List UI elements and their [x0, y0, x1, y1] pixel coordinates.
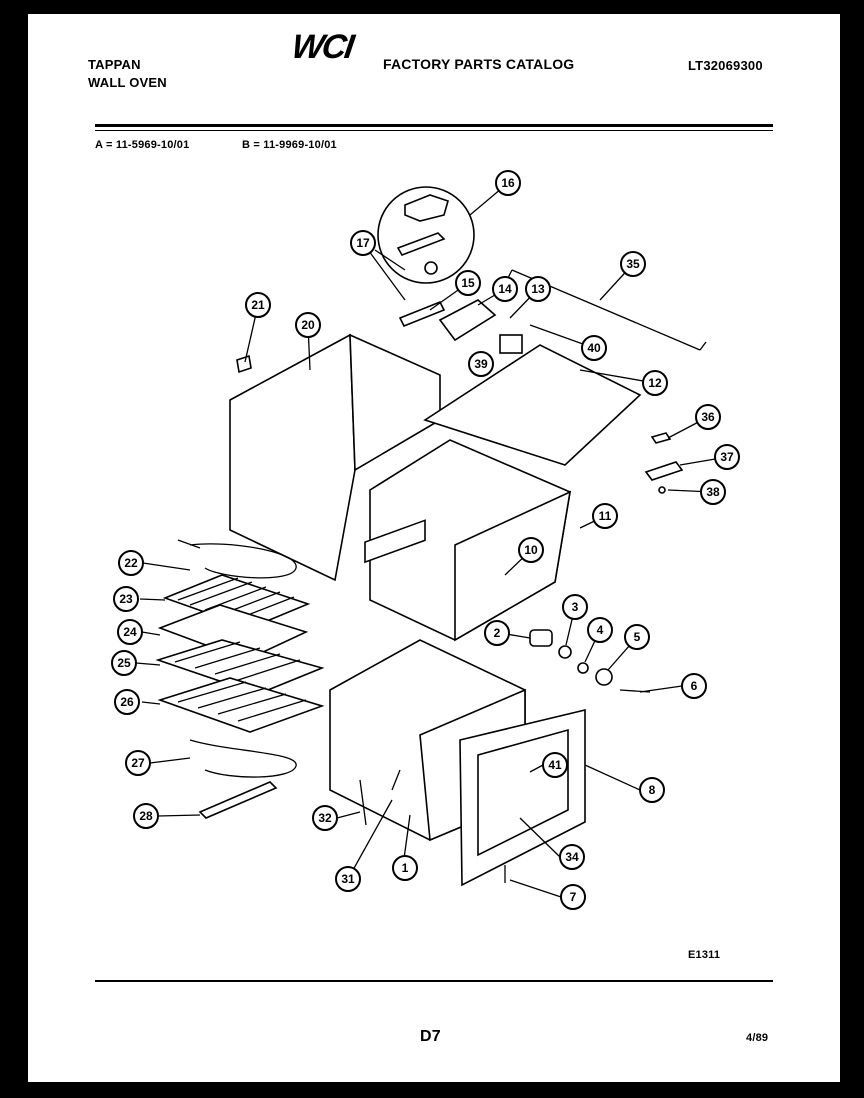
callout-labels: 16 17 15 14 13 35 40 39 12 21 20 36 37 3…: [111, 170, 740, 910]
svg-text:26: 26: [120, 695, 134, 709]
svg-text:20: 20: [301, 318, 315, 332]
callout-5: 5: [624, 624, 650, 650]
svg-text:36: 36: [701, 410, 715, 424]
svg-text:40: 40: [587, 341, 601, 355]
callout-14: 14: [492, 276, 518, 302]
callout-1: 1: [392, 855, 418, 881]
svg-text:7: 7: [570, 890, 577, 904]
svg-text:16: 16: [501, 176, 515, 190]
svg-text:22: 22: [124, 556, 138, 570]
header-rule-thick: [95, 124, 773, 127]
callout-37: 37: [714, 444, 740, 470]
callout-16: 16: [495, 170, 521, 196]
svg-text:8: 8: [649, 783, 656, 797]
callout-22: 22: [118, 550, 144, 576]
callout-13: 13: [525, 276, 551, 302]
header-rule-thin: [95, 130, 773, 131]
svg-text:5: 5: [634, 630, 641, 644]
svg-text:35: 35: [626, 257, 640, 271]
svg-text:13: 13: [531, 282, 545, 296]
svg-text:11: 11: [599, 509, 612, 523]
model-number: LT32069300: [688, 58, 763, 73]
svg-text:1: 1: [402, 861, 409, 875]
svg-text:4: 4: [597, 623, 604, 637]
callout-15: 15: [455, 270, 481, 296]
svg-text:25: 25: [117, 656, 131, 670]
variant-b-label: B = 11-9969-10/01: [242, 139, 337, 151]
svg-text:21: 21: [251, 298, 265, 312]
svg-text:27: 27: [131, 756, 145, 770]
svg-text:23: 23: [119, 592, 133, 606]
svg-text:32: 32: [318, 811, 332, 825]
svg-text:2: 2: [494, 626, 501, 640]
callout-34: 34: [559, 844, 585, 870]
variant-a-label: A = 11-5969-10/01: [95, 139, 190, 151]
callout-40: 40: [581, 335, 607, 361]
callout-8: 8: [639, 777, 665, 803]
svg-text:41: 41: [548, 758, 562, 772]
callout-10: 10: [518, 537, 544, 563]
svg-text:24: 24: [123, 625, 137, 639]
callout-2: 2: [484, 620, 510, 646]
callout-6: 6: [681, 673, 707, 699]
callout-23: 23: [113, 586, 139, 612]
svg-text:17: 17: [356, 236, 370, 250]
callout-36: 36: [695, 404, 721, 430]
callout-11: 11: [592, 503, 618, 529]
svg-text:38: 38: [706, 485, 720, 499]
diagram-code: E1311: [688, 949, 721, 961]
callout-28: 28: [133, 803, 159, 829]
print-date: 4/89: [746, 1032, 769, 1044]
leader-lines: [135, 182, 728, 898]
callout-7: 7: [560, 884, 586, 910]
callout-38: 38: [700, 479, 726, 505]
svg-text:10: 10: [524, 543, 538, 557]
svg-text:39: 39: [474, 357, 488, 371]
callout-24: 24: [117, 619, 143, 645]
callout-17: 17: [350, 230, 376, 256]
svg-text:6: 6: [691, 679, 698, 693]
svg-text:28: 28: [139, 809, 153, 823]
callout-41: 41: [542, 752, 568, 778]
callout-26: 26: [114, 689, 140, 715]
callout-31: 31: [335, 866, 361, 892]
callout-3: 3: [562, 594, 588, 620]
callout-25: 25: [111, 650, 137, 676]
product-type: WALL OVEN: [88, 75, 167, 90]
svg-text:34: 34: [565, 850, 579, 864]
svg-text:14: 14: [498, 282, 512, 296]
footer-rule: [95, 980, 773, 982]
parts-illustration: [155, 186, 707, 887]
callout-21: 21: [245, 292, 271, 318]
callout-12: 12: [642, 370, 668, 396]
catalog-title: FACTORY PARTS CATALOG: [383, 56, 575, 72]
svg-text:31: 31: [341, 872, 355, 886]
callout-27: 27: [125, 750, 151, 776]
callout-32: 32: [312, 805, 338, 831]
page-number: D7: [420, 1028, 441, 1045]
brand-name: TAPPAN: [88, 57, 141, 72]
callout-35: 35: [620, 251, 646, 277]
callout-39: 39: [468, 351, 494, 377]
svg-text:12: 12: [648, 376, 662, 390]
svg-text:37: 37: [720, 450, 734, 464]
callout-20: 20: [295, 312, 321, 338]
svg-text:15: 15: [461, 276, 475, 290]
svg-text:3: 3: [572, 600, 579, 614]
callout-4: 4: [587, 617, 613, 643]
